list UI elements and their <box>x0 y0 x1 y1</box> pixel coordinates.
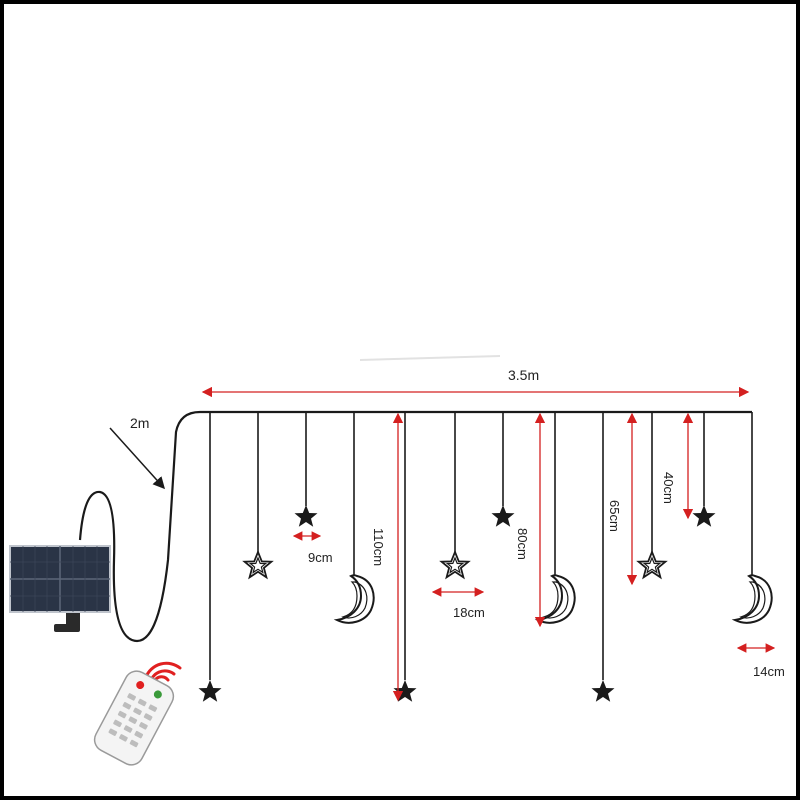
solid-star-ornament <box>393 680 417 702</box>
drop-110-label: 110cm <box>371 528 386 566</box>
drop-40-label: 40cm <box>661 472 676 504</box>
solid-star-ornament <box>198 680 222 702</box>
hollow-star-ornament <box>440 551 470 579</box>
solid-star-ornament <box>491 505 515 527</box>
main-cable <box>78 410 752 643</box>
hollow-star-ornament <box>637 551 667 579</box>
faint-smudge <box>359 355 501 361</box>
drop-strings <box>209 412 753 680</box>
solid-star-ornament <box>591 680 615 702</box>
drop-65-label: 65cm <box>607 500 622 532</box>
solar-panel <box>9 545 111 632</box>
moon-ornament <box>537 574 576 624</box>
cable-pointer-arrow <box>109 427 166 490</box>
moon-width-label: 14cm <box>753 664 785 679</box>
solid-star-ornament <box>294 505 318 527</box>
cable-length-label: 2m <box>130 415 149 431</box>
solid-star-ornament <box>692 505 716 527</box>
hollow-star-ornament <box>243 551 273 579</box>
total-width-label: 3.5m <box>508 367 539 383</box>
small-star-width-label: 9cm <box>308 550 333 565</box>
moon-ornament <box>336 574 375 624</box>
remote-control <box>93 670 175 766</box>
drop-80-label: 80cm <box>515 528 530 560</box>
hollow-star-width-label: 18cm <box>453 605 485 620</box>
moon-ornament <box>734 574 773 624</box>
